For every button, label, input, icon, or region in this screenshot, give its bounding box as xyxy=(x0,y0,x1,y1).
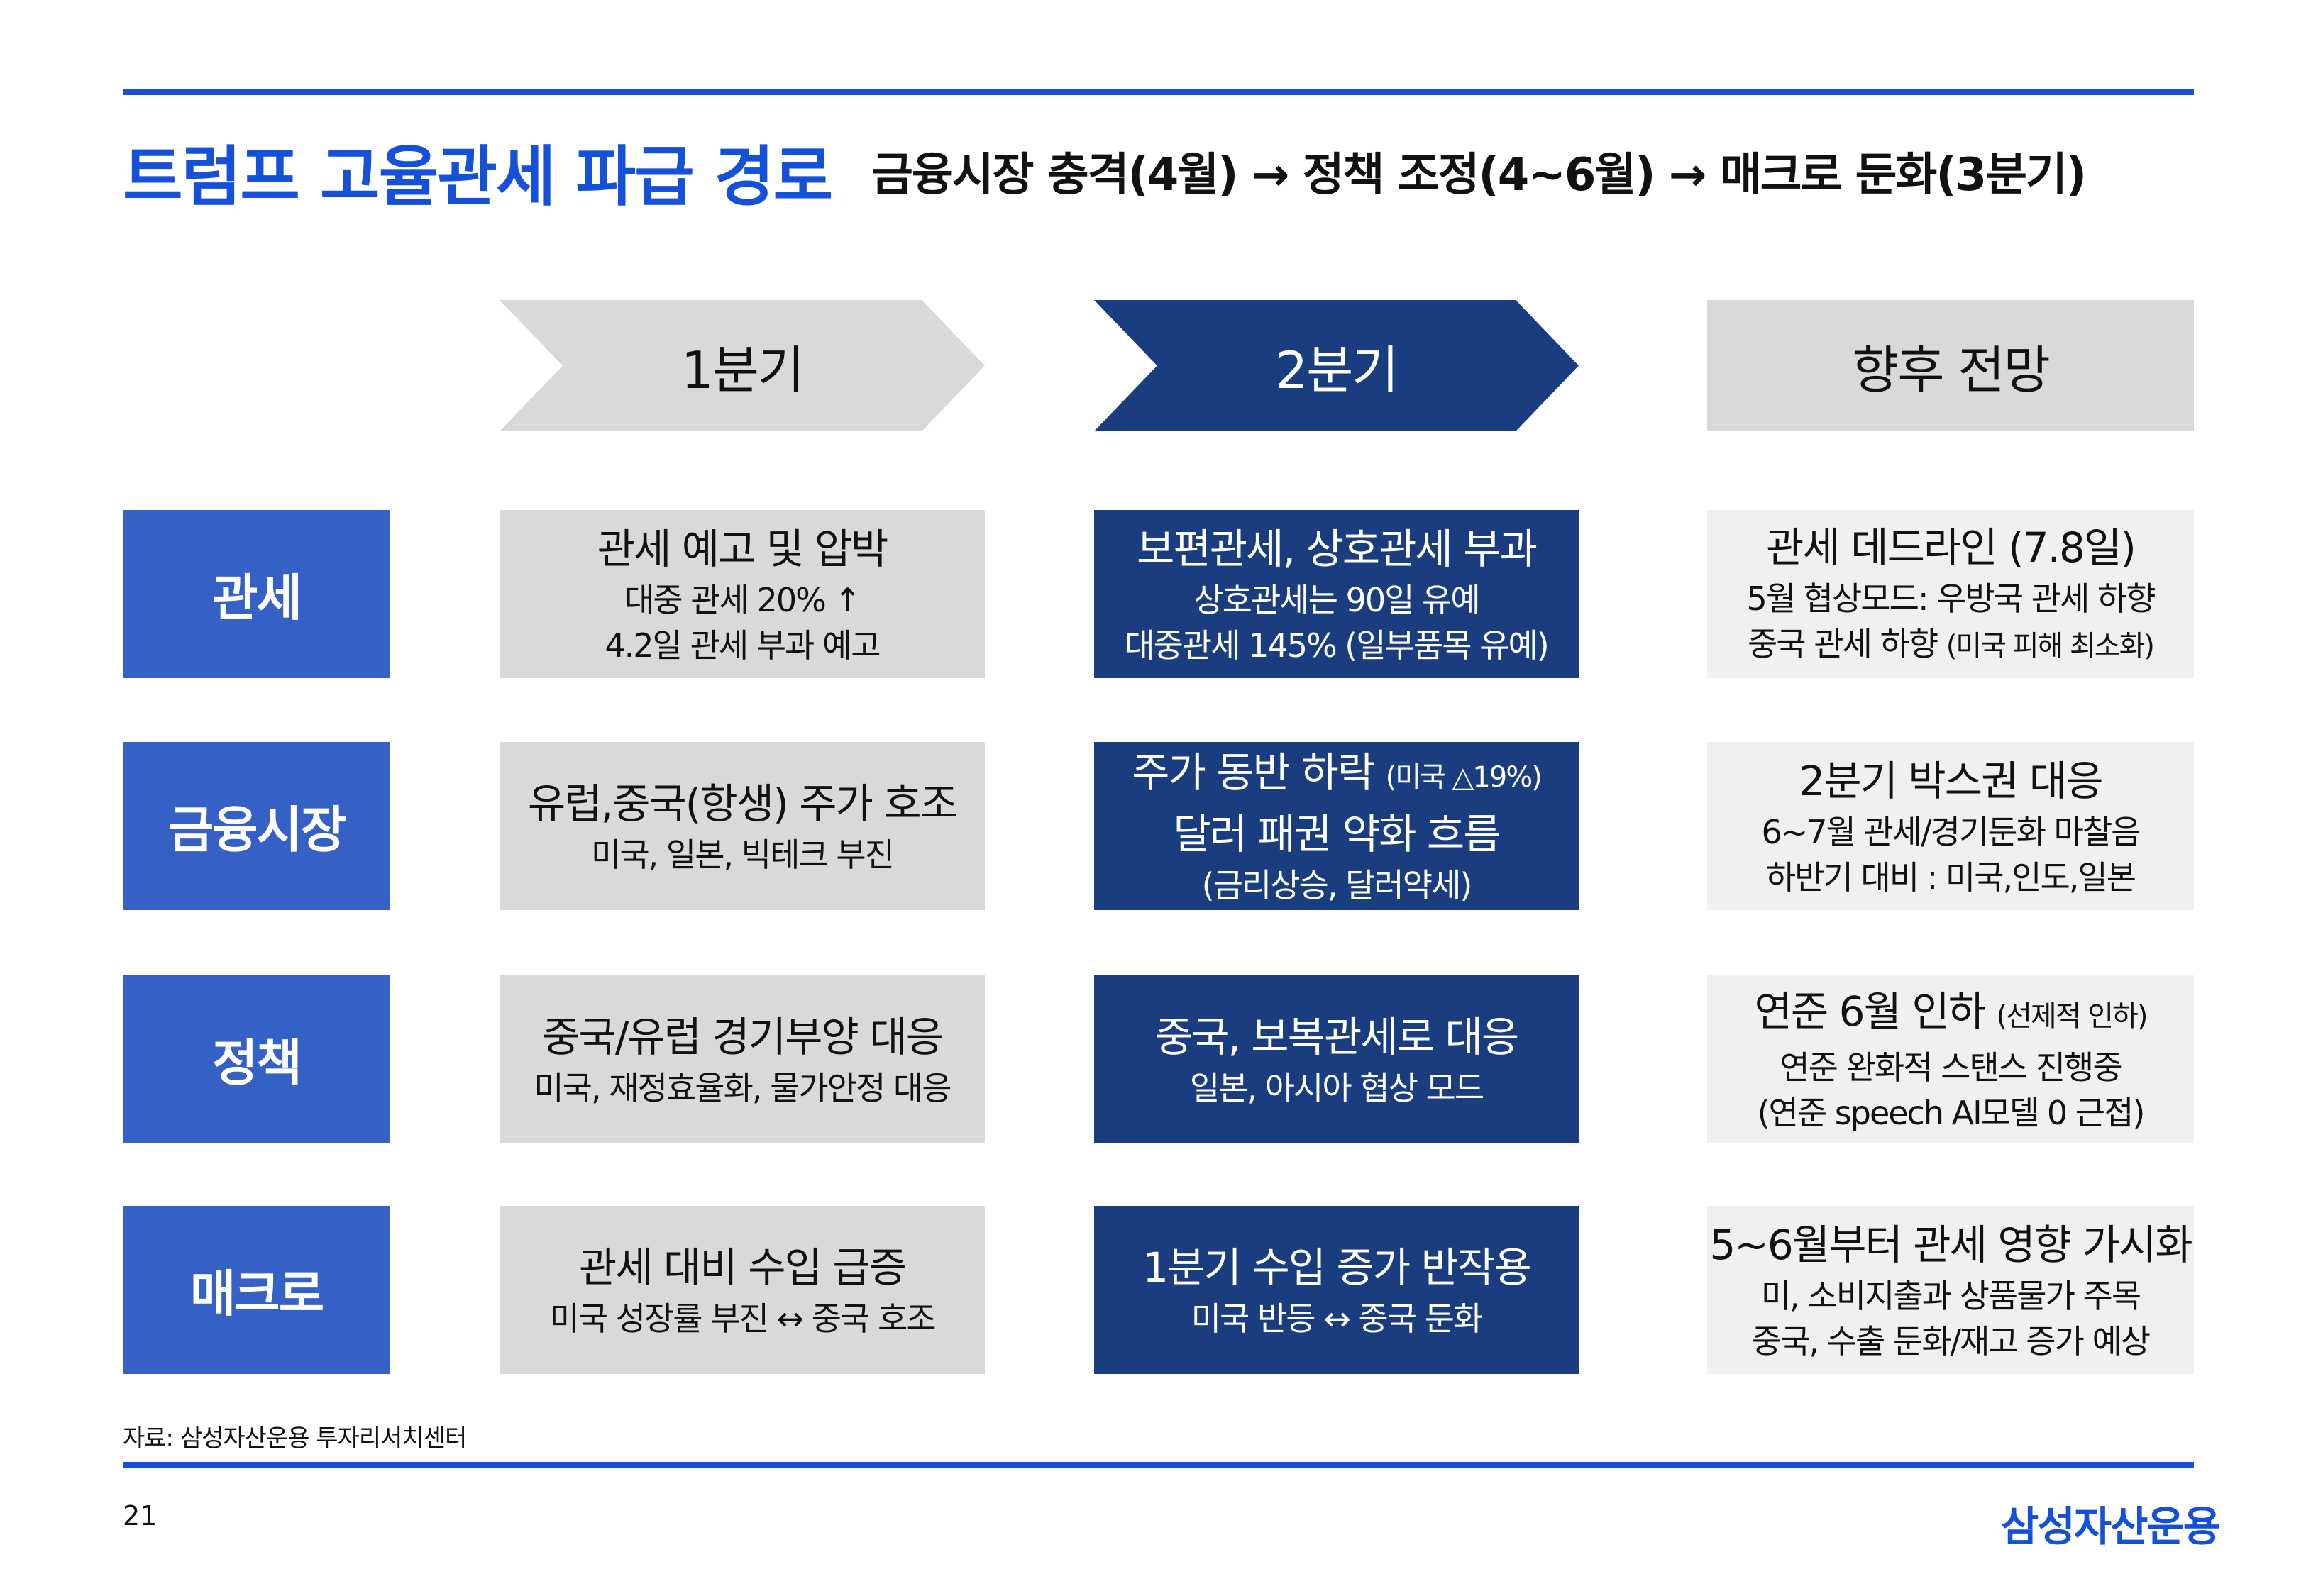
card-text: (연준 speech AI모델 0 근접) xyxy=(1757,1094,2146,1132)
column-header-q2: 2분기 xyxy=(1094,300,1579,431)
card-text: 5~6월부터 관세 영향 가시화 xyxy=(1709,1220,2192,1269)
card-text: 대중관세 145% (일부품목 유예) xyxy=(1125,626,1549,665)
card-text: 상호관세는 90일 유예 xyxy=(1193,580,1480,619)
card-text: 6~7월 관세/경기둔화 마찰음 xyxy=(1761,812,2141,851)
card-text: (금리상승, 달러약세) xyxy=(1201,866,1473,904)
card-text: 미국, 재정효율화, 물가안정 대응 xyxy=(534,1068,951,1107)
card-line: 미국, 일본, 빅테크 부진 xyxy=(591,832,895,877)
row-label: 매크로 xyxy=(123,1206,390,1374)
card-title: 1분기 수입 증가 반작용 xyxy=(1142,1239,1531,1296)
card-text: 관세 대비 수입 급증 xyxy=(578,1243,907,1292)
card-line: 6~7월 관세/경기둔화 마찰음 xyxy=(1761,809,2141,855)
card-line: 상호관세는 90일 유예 xyxy=(1193,577,1480,623)
top-rule xyxy=(123,89,2194,95)
page-title: 트럼프 고율관세 파급 경로 xyxy=(123,139,833,215)
card-title: 중국/유럽 경기부양 대응 xyxy=(541,1009,944,1065)
card-text: 연준 6월 인하 xyxy=(1754,987,1997,1036)
card-text: 중국/유럽 경기부양 대응 xyxy=(541,1012,944,1061)
card-line: (연준 speech AI모델 0 근접) xyxy=(1757,1090,2146,1136)
card-title: 관세 대비 수입 급증 xyxy=(578,1239,907,1296)
card-text: 미국 반등 ↔ 중국 둔화 xyxy=(1191,1299,1484,1338)
card-text: 주가 동반 하락 xyxy=(1132,748,1386,797)
card-text: 2분기 박스권 대응 xyxy=(1799,756,2103,805)
card-text: 관세 예고 및 압박 xyxy=(597,524,889,573)
card-line: (금리상승, 달러약세) xyxy=(1201,863,1473,908)
card-line: 대중 관세 20% ↑ xyxy=(624,577,861,623)
card-line: 일본, 아시아 협상 모드 xyxy=(1189,1065,1484,1111)
card-line: 연준 완화적 스탠스 진행중 xyxy=(1780,1045,2122,1090)
card-note: (선제적 인하) xyxy=(1996,1000,2148,1033)
card-text: 5월 협상모드: 우방국 관세 하향 xyxy=(1746,580,2156,618)
card-text: 대중 관세 20% ↑ xyxy=(624,580,861,619)
card-outlook: 연준 6월 인하 (선제적 인하)연준 완화적 스탠스 진행중(연준 speec… xyxy=(1707,975,2194,1143)
card-text: 1분기 수입 증가 반작용 xyxy=(1142,1243,1531,1292)
source-note: 자료: 삼성자산운용 투자리서치센터 xyxy=(123,1424,467,1453)
card-text: 일본, 아시아 협상 모드 xyxy=(1189,1068,1484,1107)
card-title: 2분기 박스권 대응 xyxy=(1799,753,2103,809)
row-label: 금융시장 xyxy=(123,742,390,910)
card-text: 미국, 일본, 빅테크 부진 xyxy=(591,835,895,874)
card-title: 5~6월부터 관세 영향 가시화 xyxy=(1709,1217,2192,1273)
card-line: 미, 소비지출과 상품물가 주목 xyxy=(1760,1273,2141,1319)
card-text: 미, 소비지출과 상품물가 주목 xyxy=(1760,1276,2141,1315)
card-line: 중국, 수출 둔화/재고 증가 예상 xyxy=(1751,1319,2151,1364)
card-text: 미국 성장률 부진 ↔ 중국 호조 xyxy=(549,1299,936,1338)
card-title: 연준 6월 인하 (선제적 인하) xyxy=(1754,983,2148,1045)
card-title: 유럽,중국(항생) 주가 호조 xyxy=(527,775,958,832)
card-line: 4.2일 관세 부과 예고 xyxy=(605,623,881,668)
card-q2: 주가 동반 하락 (미국 △19%)달러 패권 약화 흐름(금리상승, 달러약세… xyxy=(1094,742,1579,910)
card-note: (미국 피해 최소화) xyxy=(1946,630,2155,663)
page-number: 21 xyxy=(123,1500,158,1531)
card-text: 연준 완화적 스탠스 진행중 xyxy=(1780,1048,2122,1087)
card-text: 하반기 대비 : 미국,인도,일본 xyxy=(1765,858,2136,897)
card-title: 관세 데드라인 (7.8일) xyxy=(1766,519,2136,576)
column-header-outlook: 향후 전망 xyxy=(1707,300,2194,431)
card-line: 중국 관세 하향 (미국 피해 최소화) xyxy=(1747,621,2155,669)
card-text: 유럽,중국(항생) 주가 호조 xyxy=(527,779,958,828)
card-line: 미국 성장률 부진 ↔ 중국 호조 xyxy=(549,1296,936,1341)
row-label: 정책 xyxy=(123,975,390,1143)
card-text: 관세 데드라인 (7.8일) xyxy=(1766,523,2136,572)
card-line: 5월 협상모드: 우방국 관세 하향 xyxy=(1746,576,2156,621)
card-line: 미국, 재정효율화, 물가안정 대응 xyxy=(534,1065,951,1111)
card-text: 달러 패권 약화 흐름 xyxy=(1173,810,1501,858)
card-text: 중국, 수출 둔화/재고 증가 예상 xyxy=(1751,1321,2151,1361)
card-text: 중국, 보복관세로 대응 xyxy=(1154,1012,1520,1061)
row-label: 관세 xyxy=(123,510,390,678)
card-text: 중국 관세 하향 xyxy=(1747,625,1946,663)
card-text: 4.2일 관세 부과 예고 xyxy=(605,626,881,665)
card-line: 미국 반등 ↔ 중국 둔화 xyxy=(1191,1296,1484,1341)
card-title: 중국, 보복관세로 대응 xyxy=(1154,1009,1520,1065)
card-line: 대중관세 145% (일부품목 유예) xyxy=(1125,623,1549,668)
company-logo: 삼성자산운용 xyxy=(2001,1502,2221,1551)
card-title: 주가 동반 하락 (미국 △19%) xyxy=(1132,744,1543,806)
card-line: 하반기 대비 : 미국,인도,일본 xyxy=(1765,855,2136,900)
page-subtitle: 금융시장 충격(4월) → 정책 조정(4~6월) → 매크로 둔화(3분기) xyxy=(871,149,2087,201)
card-note: (미국 △19%) xyxy=(1385,761,1543,794)
card-title: 달러 패권 약화 흐름 xyxy=(1173,806,1501,863)
card-title: 보편관세, 상호관세 부과 xyxy=(1137,521,1538,577)
card-title: 관세 예고 및 압박 xyxy=(597,521,889,577)
bottom-rule xyxy=(123,1462,2194,1468)
card-text: 보편관세, 상호관세 부과 xyxy=(1137,524,1538,573)
column-header-q1: 1분기 xyxy=(500,300,985,431)
